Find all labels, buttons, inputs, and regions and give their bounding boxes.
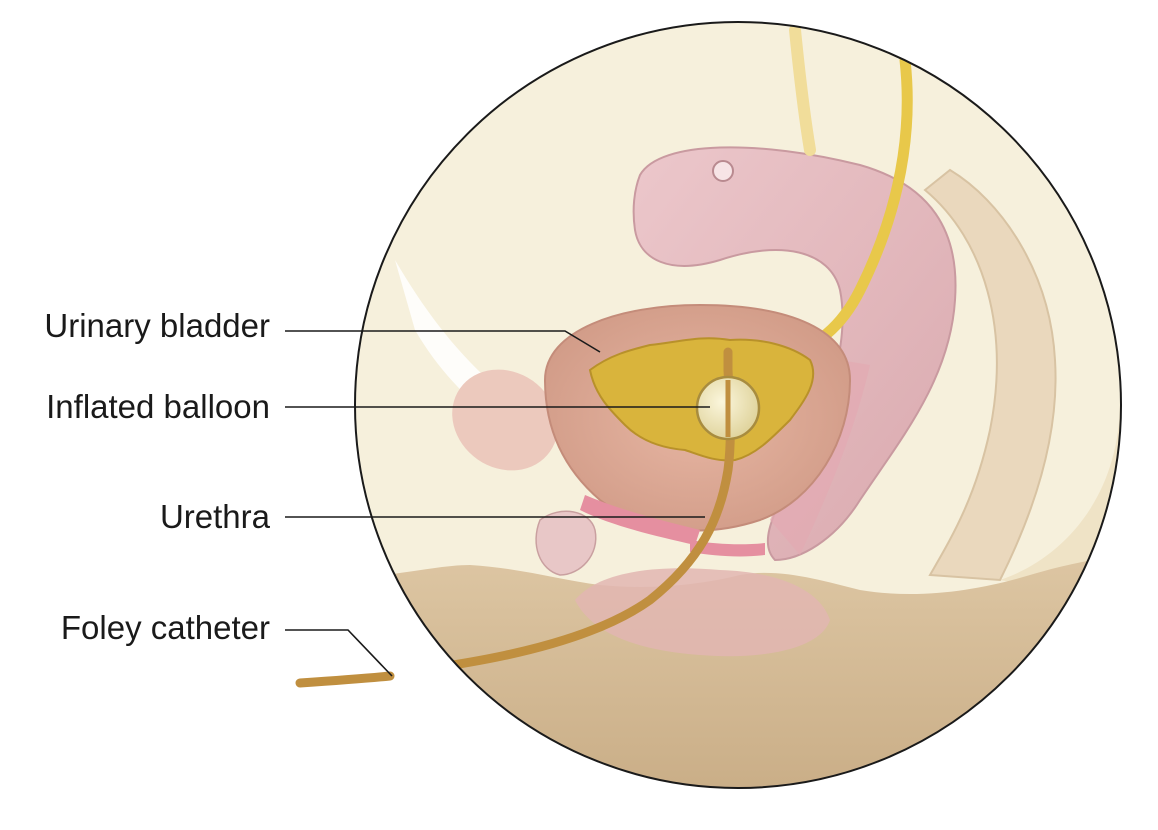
leader-line-catheter bbox=[285, 629, 393, 677]
label-urinary-bladder: Urinary bladder bbox=[44, 307, 270, 344]
label-urethra: Urethra bbox=[159, 498, 270, 535]
label-foley-catheter: Foley catheter bbox=[60, 609, 270, 646]
magnified-view-outline bbox=[354, 21, 1122, 789]
urethra-lower bbox=[690, 540, 765, 557]
ovary bbox=[712, 160, 734, 182]
label-inflated-balloon: Inflated balloon bbox=[46, 388, 270, 425]
rectum bbox=[923, 168, 1057, 582]
ureter-faint bbox=[789, 24, 816, 156]
pubic-symphysis bbox=[452, 369, 558, 471]
urethra bbox=[580, 495, 700, 545]
external-genitalia bbox=[535, 510, 597, 576]
catheter-external bbox=[295, 671, 395, 688]
perineum-shadow bbox=[575, 568, 830, 657]
leader-line-bladder bbox=[285, 330, 601, 353]
